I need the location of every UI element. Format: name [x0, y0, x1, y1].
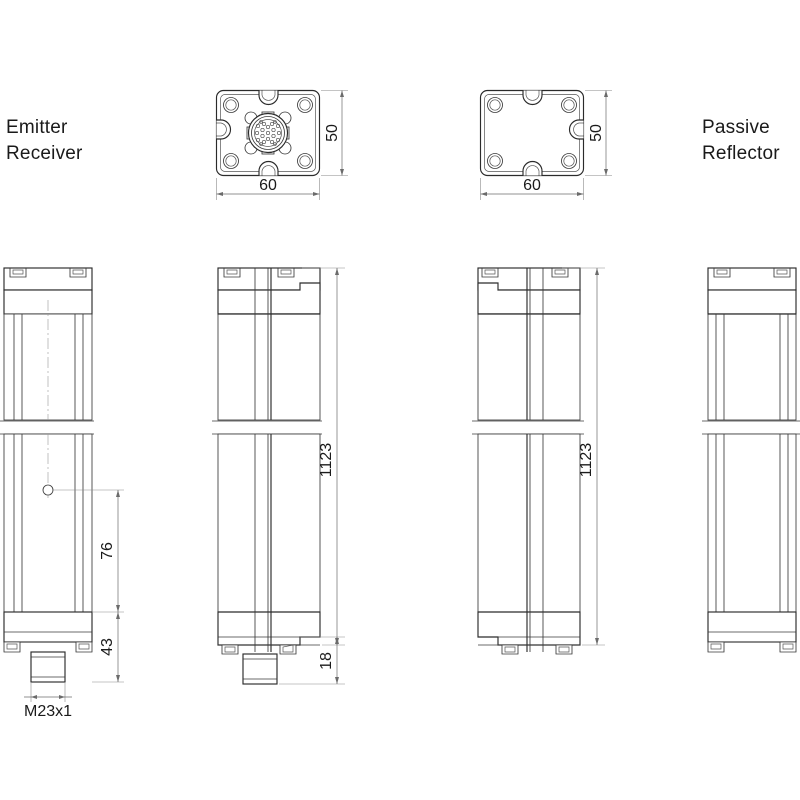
dim-label-1123-a: 1123	[318, 443, 335, 478]
emitter-notch-bottom	[258, 160, 279, 176]
reflector-a-body-upper	[477, 313, 581, 421]
dim-label-50-b: 50	[588, 124, 605, 142]
front-view-reflector-a	[472, 267, 584, 655]
dim-topview2-width: 60	[480, 177, 584, 200]
dim-label-76: 76	[99, 542, 116, 560]
dim-offset-76: 76	[52, 489, 124, 613]
dim-label-50-a: 50	[324, 124, 341, 142]
front-view-emitter-b	[212, 267, 322, 685]
reflector-notch-top	[522, 90, 543, 106]
dim-label-60-a: 60	[259, 177, 277, 194]
emitter-b-body-upper	[217, 313, 321, 421]
emitter-b-connector-stub	[242, 653, 278, 685]
dim-offset-18: 18	[279, 636, 345, 685]
dim-length-1123-reflector: 1123	[562, 267, 605, 646]
top-view-emitter	[215, 89, 321, 177]
label-reflector: Reflector	[702, 143, 780, 164]
emitter-a-bottom-collar	[3, 611, 93, 643]
top-view-reflector	[479, 89, 585, 177]
dim-topview2-height: 50	[585, 90, 612, 176]
emitter-notch-left	[216, 119, 232, 140]
dim-label-43: 43	[99, 638, 116, 656]
reflector-b-body-lower	[707, 433, 797, 613]
emitter-connector-pins	[254, 120, 282, 146]
emitter-b-body-lower	[217, 433, 321, 613]
dim-label-1123-b: 1123	[578, 443, 595, 478]
reflector-notch-right	[568, 119, 584, 140]
emitter-b-bottom-collar	[217, 611, 321, 646]
reflector-b-body-upper	[707, 313, 797, 421]
label-passive: Passive	[702, 117, 770, 138]
reflector-b-collar	[707, 289, 797, 315]
dim-length-1123-emitter: 1123	[302, 267, 345, 646]
reflector-a-body-lower	[477, 433, 581, 613]
front-view-reflector-b	[702, 267, 800, 653]
dim-label-m23x1: M23x1	[24, 703, 72, 720]
reflector-corner-holes	[487, 97, 577, 169]
label-receiver: Receiver	[6, 143, 83, 164]
dim-offset-43: 43	[92, 612, 124, 683]
dim-thread-m23: M23x1	[24, 682, 72, 720]
emitter-connector	[247, 112, 289, 154]
emitter-a-indicator	[42, 484, 54, 496]
emitter-a-top-cap	[3, 267, 93, 291]
front-view-emitter-a	[0, 267, 94, 683]
reflector-b-top-cap	[707, 267, 797, 291]
reflector-b-bottom-collar	[707, 611, 797, 643]
dim-topview1-width: 60	[216, 177, 320, 200]
label-emitter: Emitter	[6, 117, 68, 138]
emitter-corner-holes	[223, 97, 313, 169]
dim-label-18: 18	[318, 652, 335, 670]
reflector-notch-bottom	[522, 160, 543, 176]
reflector-a-bottom-collar	[477, 611, 581, 646]
dim-topview1-height: 50	[321, 90, 348, 176]
emitter-notch-top	[258, 90, 279, 106]
dim-label-60-b: 60	[523, 177, 541, 194]
emitter-a-connector-stub	[30, 651, 66, 683]
